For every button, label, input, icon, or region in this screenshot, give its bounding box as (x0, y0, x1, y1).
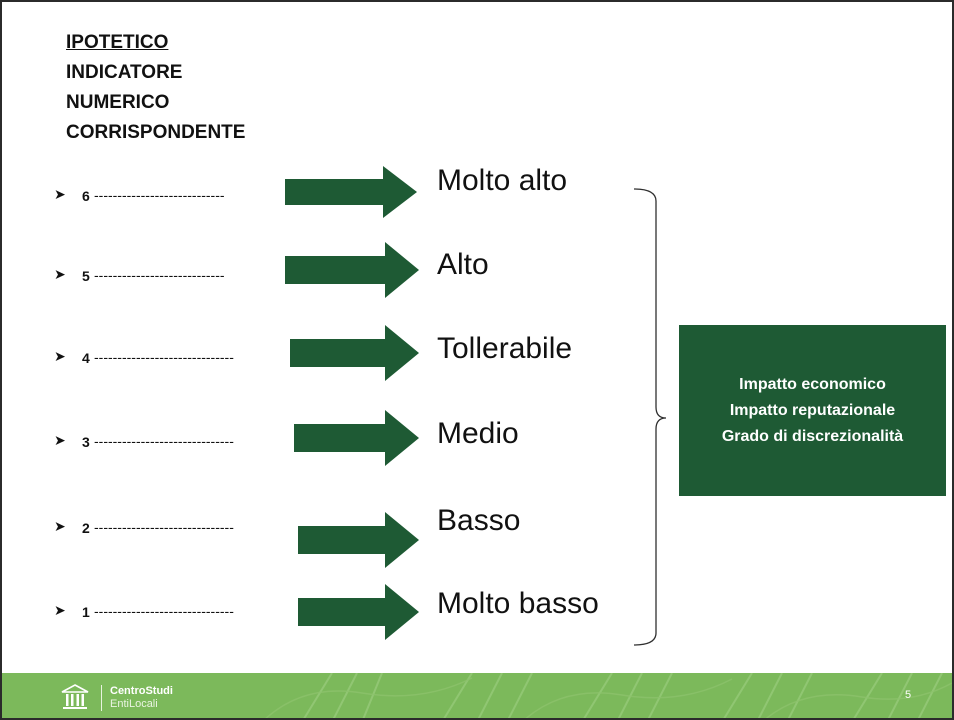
level-row-3: ➤ 3 ------------------------------ Medio (2, 410, 952, 472)
header-line-2: INDICATORE (66, 62, 183, 83)
box-line-2: Impatto reputazionale (729, 401, 896, 419)
level-label: Tollerabile (437, 332, 573, 365)
level-label: Medio (437, 417, 519, 450)
logo-separator (101, 685, 102, 711)
right-arrow-icon (285, 166, 417, 218)
level-row-1: ➤ 1 ------------------------------ Molto… (2, 582, 952, 642)
right-arrow-icon (285, 242, 419, 298)
bullet-arrow-icon: ➤ (54, 518, 66, 534)
level-label: Molto basso (437, 587, 599, 620)
building-logo-icon (61, 684, 89, 709)
dash-leader: ------------------------------ (94, 433, 234, 449)
right-brace (633, 188, 667, 646)
box-line-3: Grado di discrezionalità (721, 427, 904, 445)
bullet-arrow-icon: ➤ (54, 186, 66, 202)
row-number: 5 (82, 268, 90, 284)
dash-leader: ---------------------------- (94, 267, 225, 283)
level-row-5: ➤ 5 ---------------------------- Alto (2, 242, 952, 302)
brand-name: CentroStudi (110, 685, 173, 697)
header-line-3: NUMERICO (66, 92, 170, 113)
dash-leader: ------------------------------ (94, 519, 234, 535)
row-number: 6 (82, 188, 90, 204)
row-number: 2 (82, 520, 90, 536)
header-line-1: IPOTETICO (66, 32, 169, 53)
level-label: Molto alto (437, 164, 568, 197)
level-row-6: ➤ 6 ---------------------------- Molto a… (2, 162, 952, 222)
dash-leader: ---------------------------- (94, 187, 225, 203)
bullet-arrow-icon: ➤ (54, 348, 66, 364)
right-arrow-icon (298, 584, 419, 640)
level-row-2: ➤ 2 ------------------------------ Basso (2, 497, 952, 568)
dash-leader: ------------------------------ (94, 603, 234, 619)
page-number: 5 (905, 689, 912, 701)
bullet-arrow-icon: ➤ (54, 432, 66, 448)
level-label: Basso (437, 504, 521, 537)
right-arrow-icon (298, 512, 419, 568)
brand-subname: EntiLocali (110, 698, 158, 710)
dash-leader: ------------------------------ (94, 349, 234, 365)
level-label: Alto (437, 248, 489, 281)
header-line-4: CORRISPONDENTE (66, 122, 246, 143)
bullet-arrow-icon: ➤ (54, 266, 66, 282)
right-arrow-icon (294, 410, 419, 466)
box-line-1: Impatto economico (739, 375, 886, 393)
footer-bar: CentroStudi EntiLocali 5 (2, 673, 952, 718)
impact-criteria-box: Impatto economico Impatto reputazionale … (679, 325, 946, 496)
right-arrow-icon (290, 325, 419, 381)
level-row-4: ➤ 4 ------------------------------ Tolle… (2, 325, 952, 387)
row-number: 4 (82, 350, 90, 366)
indicator-header: IPOTETICO INDICATORE NUMERICO CORRISPOND… (66, 28, 245, 148)
footer-pattern (265, 673, 952, 718)
row-number: 1 (82, 604, 90, 620)
bullet-arrow-icon: ➤ (54, 602, 66, 618)
row-number: 3 (82, 434, 90, 450)
